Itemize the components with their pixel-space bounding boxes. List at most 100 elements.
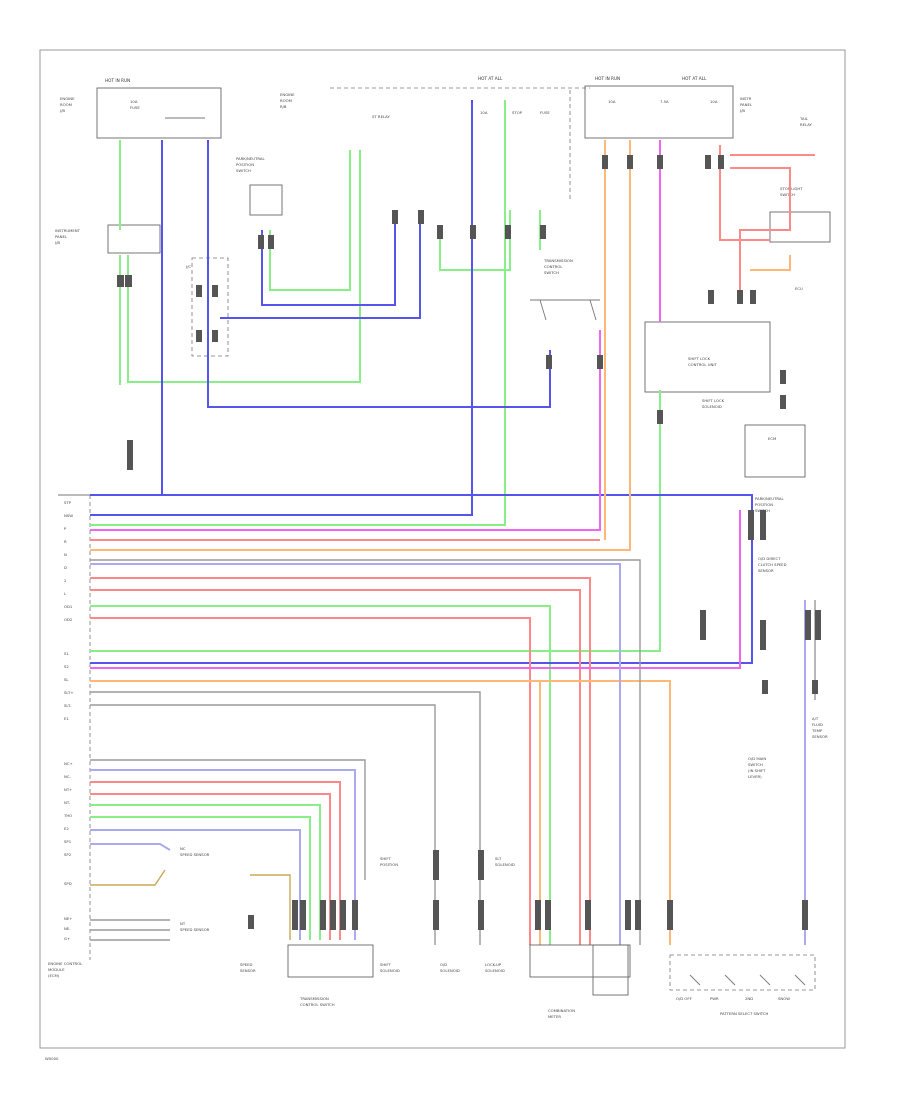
park-neutral-position-switch: PARK/NEUTRAL POSITION SWITCH (236, 156, 283, 216)
svg-text:7.5A: 7.5A (660, 99, 669, 104)
svg-text:TAIL: TAIL (799, 116, 809, 121)
svg-text:NC-: NC- (64, 774, 71, 779)
svg-text:HOT IN RUN: HOT IN RUN (105, 78, 130, 83)
svg-text:E1: E1 (64, 716, 69, 721)
svg-text:O/D: O/D (440, 962, 447, 967)
svg-text:RELAY: RELAY (800, 122, 813, 127)
svg-text:J/B: J/B (54, 240, 60, 245)
right-top-relay: STOP LIGHT SWITCH ECU (769, 186, 831, 291)
svg-text:J/B: J/B (739, 108, 745, 113)
speed-sensor-pair: SPEED SENSOR NC SPEED SENSOR NT SPEED SE… (180, 846, 515, 973)
svg-text:SLT: SLT (495, 856, 502, 861)
svg-text:P: P (64, 526, 67, 531)
svg-text:SNOW: SNOW (778, 996, 790, 1001)
svg-text:SWITCH: SWITCH (236, 168, 251, 173)
svg-text:PANEL: PANEL (740, 102, 753, 107)
svg-text:D: D (64, 565, 67, 570)
svg-text:R/B: R/B (280, 104, 287, 109)
svg-text:ROOM: ROOM (60, 102, 72, 107)
svg-text:SLT-: SLT- (64, 703, 72, 708)
top-right-fuse-box: HOT IN RUN HOT AT ALL 10A 7.5A 10A INSTR… (584, 76, 813, 139)
green-wires (90, 100, 661, 945)
svg-text:NE-: NE- (64, 926, 71, 931)
svg-text:A/T: A/T (812, 716, 819, 721)
svg-text:R: R (64, 539, 67, 544)
svg-text:ECM: ECM (768, 436, 776, 441)
svg-text:G+: G+ (64, 936, 70, 941)
svg-text:TRANSMISSION: TRANSMISSION (299, 996, 329, 1001)
svg-text:SHIFT LOCK: SHIFT LOCK (688, 356, 711, 361)
svg-text:STP: STP (64, 500, 72, 505)
svg-text:SPEED: SPEED (240, 962, 252, 967)
svg-text:NT+: NT+ (64, 787, 72, 792)
svg-text:SOLENOID: SOLENOID (440, 968, 460, 973)
svg-text:SLT+: SLT+ (64, 690, 74, 695)
svg-text:METER: METER (548, 1014, 561, 1019)
svg-text:ENGINE: ENGINE (60, 96, 75, 101)
svg-text:COMBINATION: COMBINATION (548, 1008, 575, 1013)
svg-text:2ND: 2ND (745, 996, 753, 1001)
combination-meter: COMBINATION METER (529, 944, 631, 1019)
svg-text:PATTERN SELECT SWITCH: PATTERN SELECT SWITCH (720, 1011, 769, 1016)
svg-text:SL: SL (64, 677, 69, 682)
svg-text:N: N (64, 552, 67, 557)
svg-text:ST RELAY: ST RELAY (372, 114, 390, 119)
svg-text:SWITCH: SWITCH (544, 270, 559, 275)
svg-text:NT-: NT- (64, 800, 71, 805)
svg-text:SENSOR: SENSOR (812, 734, 828, 739)
svg-text:FLUID: FLUID (812, 722, 823, 727)
svg-text:NC: NC (180, 846, 186, 851)
svg-text:CONTROL: CONTROL (544, 264, 563, 269)
svg-text:SOLENOID: SOLENOID (485, 968, 505, 973)
instrument-panel-junction: INSTRUMENT PANEL J/B (54, 224, 161, 254)
svg-text:2: 2 (64, 578, 67, 583)
shift-indicator-block: O/D OFF PWR 2ND SNOW PATTERN SELECT SWIT… (669, 954, 816, 1016)
svg-text:PANEL: PANEL (55, 234, 68, 239)
svg-text:ENGINE: ENGINE (280, 92, 295, 97)
svg-text:SWITCH: SWITCH (780, 192, 795, 197)
svg-text:SHIFT LOCK: SHIFT LOCK (702, 398, 725, 403)
svg-text:SP2: SP2 (64, 852, 72, 857)
svg-text:POSITION: POSITION (236, 162, 254, 167)
svg-text:ENGINE CONTROL: ENGINE CONTROL (48, 961, 83, 966)
svg-text:(IN SHIFT: (IN SHIFT (748, 768, 766, 773)
svg-text:SOLENOID: SOLENOID (702, 404, 722, 409)
svg-text:POSITION: POSITION (380, 862, 398, 867)
svg-text:L: L (64, 591, 67, 596)
svg-text:NT: NT (180, 921, 186, 926)
svg-text:(ECM): (ECM) (48, 973, 60, 978)
svg-text:INSTR: INSTR (740, 96, 752, 101)
svg-text:HOT AT ALL: HOT AT ALL (478, 76, 503, 81)
svg-text:O/D DIRECT: O/D DIRECT (758, 556, 781, 561)
svg-text:SENSOR: SENSOR (758, 568, 774, 573)
svg-text:STOP: STOP (512, 110, 523, 115)
transmission-control-switch: TRANSMISSION CONTROL SWITCH SHIFT POSITI… (287, 856, 400, 1007)
svg-text:PWR: PWR (710, 996, 719, 1001)
svg-text:J/C: J/C (185, 264, 191, 269)
svg-text:CONTROL UNIT: CONTROL UNIT (688, 362, 717, 367)
svg-text:TRANSMISSION: TRANSMISSION (543, 258, 573, 263)
svg-text:S1: S1 (64, 651, 69, 656)
svg-text:SWITCH: SWITCH (748, 762, 763, 767)
svg-text:CONTROL SWITCH: CONTROL SWITCH (300, 1002, 335, 1007)
ecm-pin-labels: STP NSW P R N D 2 L OD1 OD2 S1 S2 SL SLT… (63, 500, 74, 941)
svg-text:SPEED SENSOR: SPEED SENSOR (180, 852, 210, 857)
svg-text:NE+: NE+ (64, 916, 72, 921)
svg-text:SHIFT: SHIFT (380, 962, 392, 967)
svg-text:10A: 10A (480, 110, 488, 115)
engine-control-module: ENGINE CONTROL MODULE (ECM) (48, 494, 91, 978)
svg-text:SOLENOID: SOLENOID (380, 968, 400, 973)
magenta-wires (90, 140, 741, 669)
svg-text:PARK/NEUTRAL: PARK/NEUTRAL (755, 496, 784, 501)
top-left-fuse-box: HOT IN RUN ENGINE ROOM J/B 10A FUSE (59, 78, 222, 139)
footer-code: W0000 (45, 1056, 59, 1061)
svg-text:O/D MAIN: O/D MAIN (748, 756, 766, 761)
center-top-labels: ENGINE ROOM R/B ST RELAY (280, 92, 390, 119)
overdrive-switch: TRANSMISSION CONTROL SWITCH (530, 258, 600, 321)
lavender-wires (90, 563, 806, 945)
svg-text:CLUTCH SPEED: CLUTCH SPEED (758, 562, 787, 567)
svg-text:INSTRUMENT: INSTRUMENT (55, 228, 81, 233)
svg-text:FUSE: FUSE (130, 105, 140, 110)
wire-connectors (117, 155, 821, 930)
